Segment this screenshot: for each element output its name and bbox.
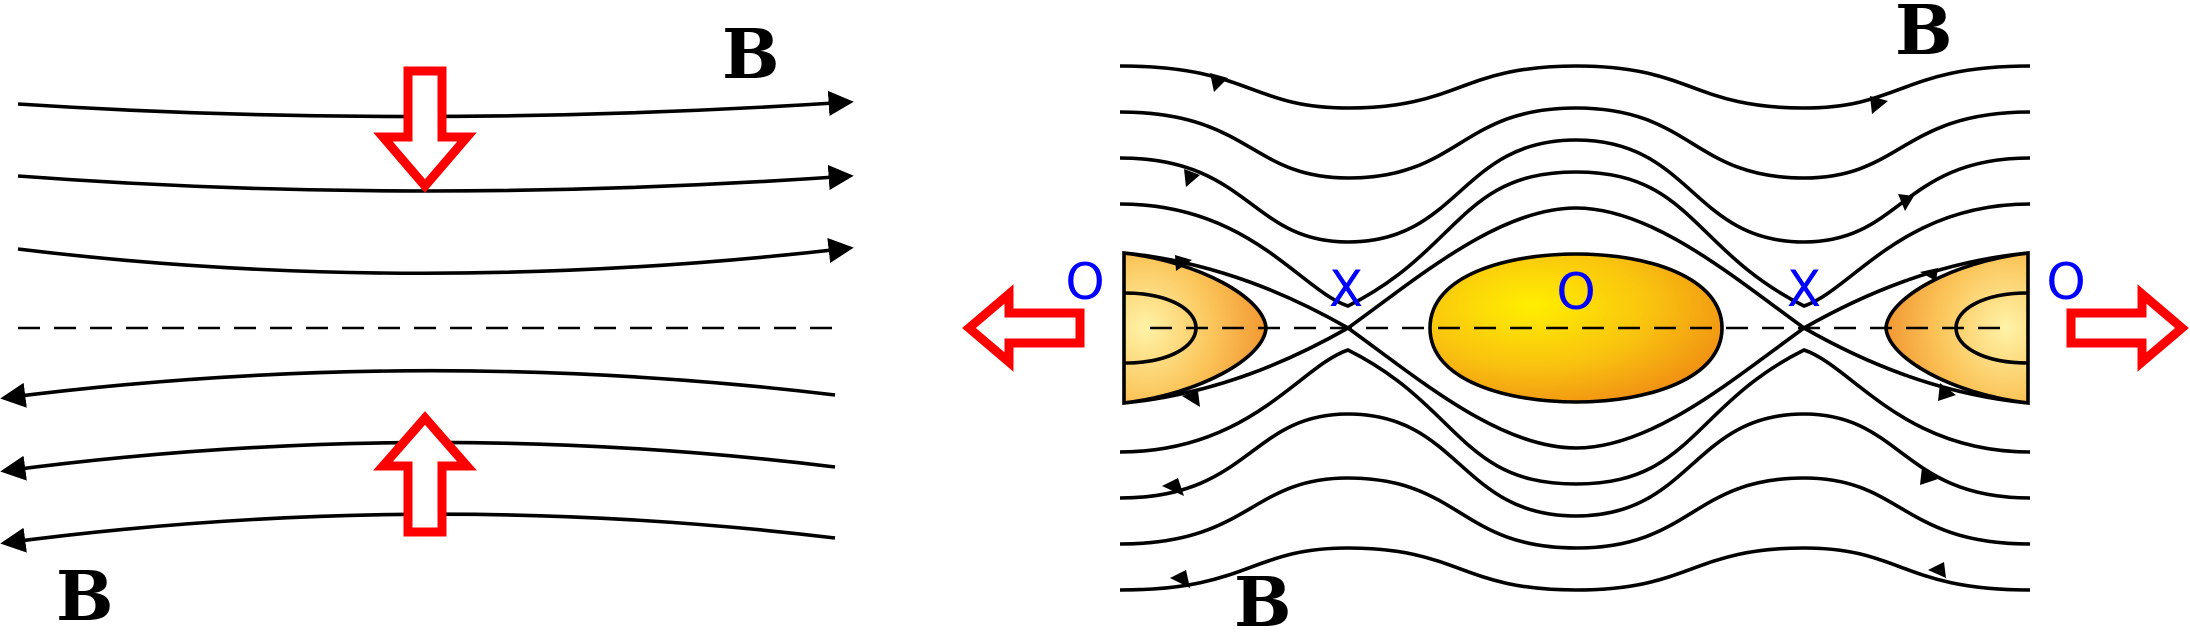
o-point-label-left: O xyxy=(1065,253,1104,311)
field-line xyxy=(1119,546,2031,592)
direction-arrowhead xyxy=(1920,268,1938,281)
inflow-arrow-down xyxy=(373,66,477,193)
direction-arrowhead xyxy=(1870,96,1888,114)
b-field-label-bottom: B xyxy=(56,557,113,632)
direction-arrowhead xyxy=(1898,194,1914,211)
right-panel: X X O O O B B xyxy=(962,0,2189,632)
field-line xyxy=(1119,476,2031,550)
b-field-label-top: B xyxy=(1895,0,1952,71)
magnetic-island-center xyxy=(1428,252,1724,404)
o-point-label-right: O xyxy=(2046,253,2085,311)
field-line xyxy=(1119,138,2031,244)
field-line xyxy=(1119,106,2031,180)
direction-arrowhead xyxy=(1938,383,1956,401)
x-point-label-left: X xyxy=(1329,260,1363,318)
direction-arrowhead xyxy=(1182,391,1200,407)
direction-arrowhead xyxy=(1210,73,1228,92)
direction-arrowhead xyxy=(1928,562,1946,578)
field-line xyxy=(17,237,854,276)
direction-arrowhead xyxy=(1920,467,1938,485)
field-line xyxy=(17,164,854,193)
field-line xyxy=(0,368,836,408)
separatrix xyxy=(1123,206,2029,331)
b-field-label-top: B xyxy=(722,15,779,95)
direction-arrowhead xyxy=(1184,169,1200,187)
inflow-arrow-up xyxy=(373,411,477,537)
outflow-arrow-right xyxy=(2066,284,2189,372)
direction-arrowhead xyxy=(1170,570,1190,588)
o-point-label-center: O xyxy=(1556,263,1595,321)
field-line xyxy=(1119,348,2031,486)
field-line xyxy=(1119,170,2031,308)
left-panel: B B xyxy=(0,15,854,632)
direction-arrowhead xyxy=(1162,478,1184,496)
separatrix xyxy=(1123,325,2029,450)
direction-arrowhead xyxy=(1175,255,1192,271)
field-line xyxy=(1119,412,2031,518)
outflow-arrow-left xyxy=(962,284,1085,372)
field-line xyxy=(1119,64,2031,110)
x-point-label-right: X xyxy=(1787,260,1821,318)
b-field-label-bottom: B xyxy=(1234,563,1291,632)
field-direction-markers xyxy=(1162,73,1956,588)
